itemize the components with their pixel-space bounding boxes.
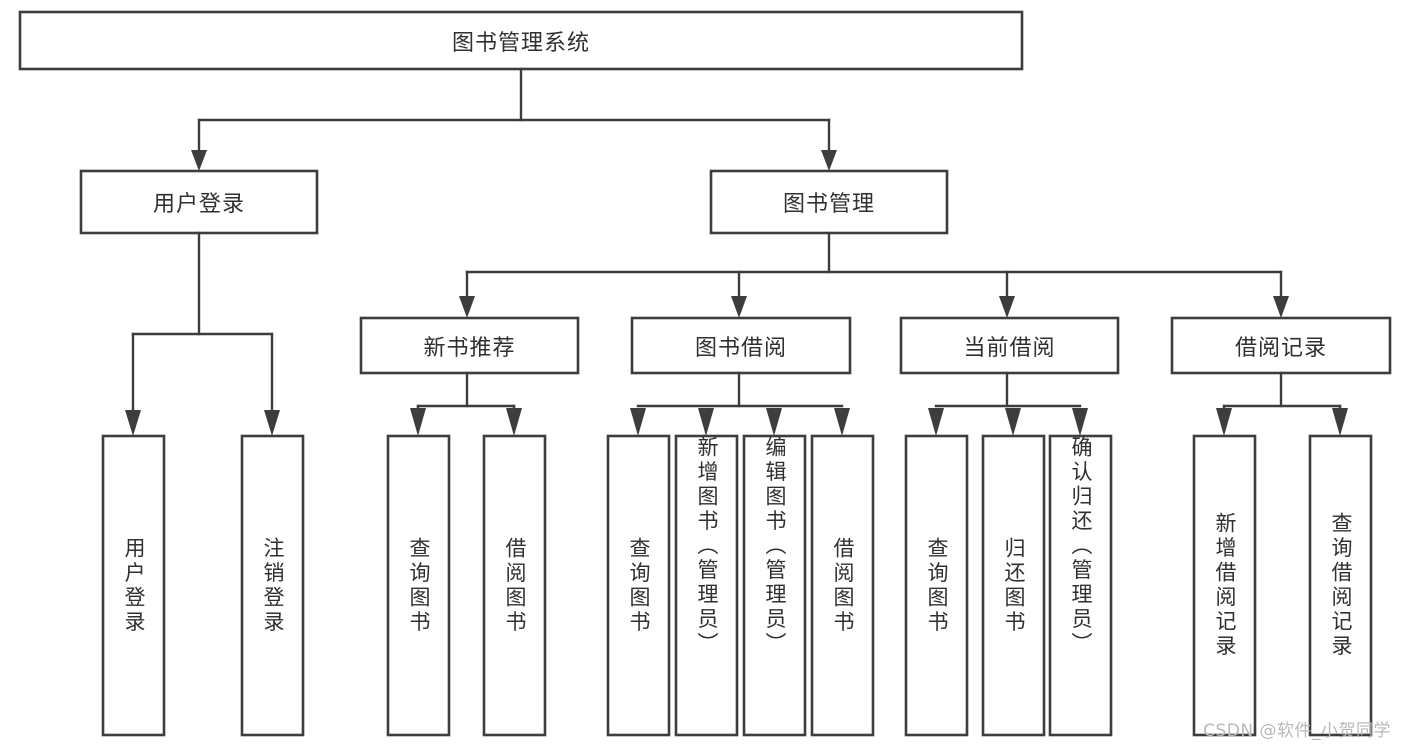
arrowhead-leaf-book-borrow-1 (630, 408, 646, 436)
arrowhead-user-login (191, 150, 207, 171)
node-current-borrow-box[interactable] (899, 316, 1120, 375)
arrowhead-leaf-current-borrow-3 (1072, 408, 1088, 436)
arrowhead-leaf-user-login-1 (125, 410, 141, 436)
leaf-box-book-borrow-1[interactable] (606, 434, 671, 737)
node-user-login-box[interactable] (79, 169, 319, 235)
leaf-box-current-borrow-3[interactable] (1048, 434, 1113, 737)
leaf-box-user-login-2[interactable] (240, 434, 305, 737)
leaf-box-borrow-record-1[interactable] (1192, 434, 1257, 737)
arrowhead-new-book-recommend (459, 296, 475, 318)
node-new-book-recommend-box[interactable] (359, 316, 580, 375)
watermark-text: CSDN @软件_小贺同学 (1203, 721, 1391, 741)
node-book-borrow-box[interactable] (630, 316, 852, 375)
arrowhead-leaf-user-login-2 (264, 410, 280, 436)
arrowhead-borrow-record (1273, 296, 1289, 318)
node-book-manage-box[interactable] (709, 169, 949, 235)
arrowhead-leaf-new-book-2 (506, 408, 522, 436)
leaf-box-borrow-record-2[interactable] (1308, 434, 1373, 737)
leaf-box-new-book-2[interactable] (482, 434, 547, 737)
leaf-box-current-borrow-1[interactable] (904, 434, 969, 737)
node-borrow-record-box[interactable] (1170, 316, 1392, 375)
arrowhead-book-borrow (731, 296, 747, 318)
leaf-box-book-borrow-4[interactable] (810, 434, 875, 737)
arrowhead-leaf-current-borrow-2 (1005, 408, 1021, 436)
leaf-box-book-borrow-2[interactable] (674, 434, 739, 737)
leaf-box-new-book-1[interactable] (386, 434, 451, 737)
arrowhead-leaf-current-borrow-1 (928, 408, 944, 436)
arrowhead-leaf-new-book-1 (410, 408, 426, 436)
arrowhead-leaf-book-borrow-4 (834, 408, 850, 436)
arrowhead-leaf-borrow-record-2 (1332, 408, 1348, 436)
arrowhead-current-borrow (999, 296, 1015, 318)
arrowhead-leaf-book-borrow-3 (766, 408, 782, 436)
arrowhead-book-manage (821, 150, 837, 171)
arrowhead-leaf-borrow-record-1 (1216, 408, 1232, 436)
leaf-box-book-borrow-3[interactable] (742, 434, 807, 737)
node-root-box[interactable] (18, 10, 1024, 71)
arrowhead-leaf-book-borrow-2 (698, 408, 714, 436)
leaf-box-current-borrow-2[interactable] (981, 434, 1046, 737)
leaf-box-user-login-1[interactable] (101, 434, 166, 737)
